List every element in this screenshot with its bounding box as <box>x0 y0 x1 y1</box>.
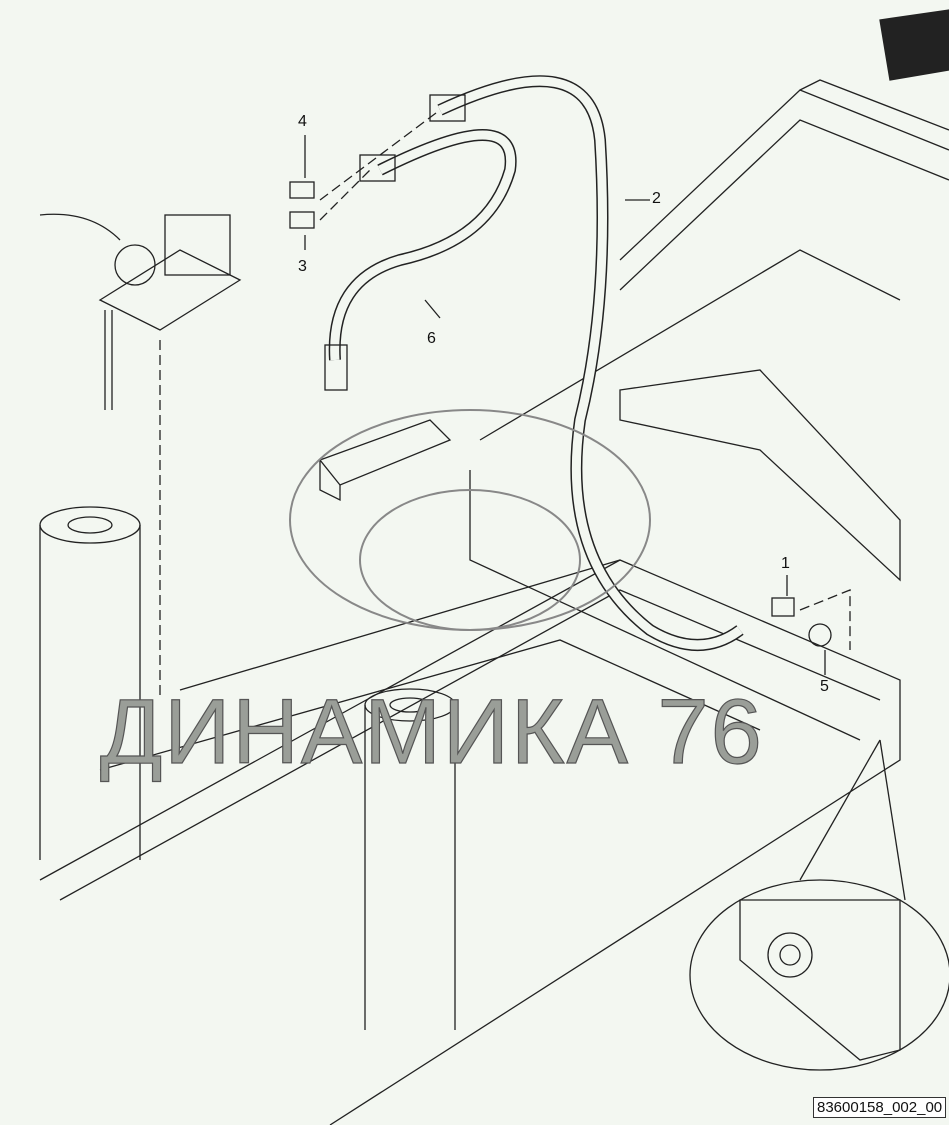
callout-4: 4 <box>298 113 307 130</box>
drawing-code: 83600158_002_00 <box>813 1097 947 1118</box>
callout-6: 6 <box>427 330 436 347</box>
callout-1: 1 <box>781 555 790 572</box>
callout-5: 5 <box>820 678 829 695</box>
callout-3: 3 <box>298 258 307 275</box>
callout-2: 2 <box>652 190 661 207</box>
watermark: ДИНАМИКА 76 <box>99 680 764 783</box>
